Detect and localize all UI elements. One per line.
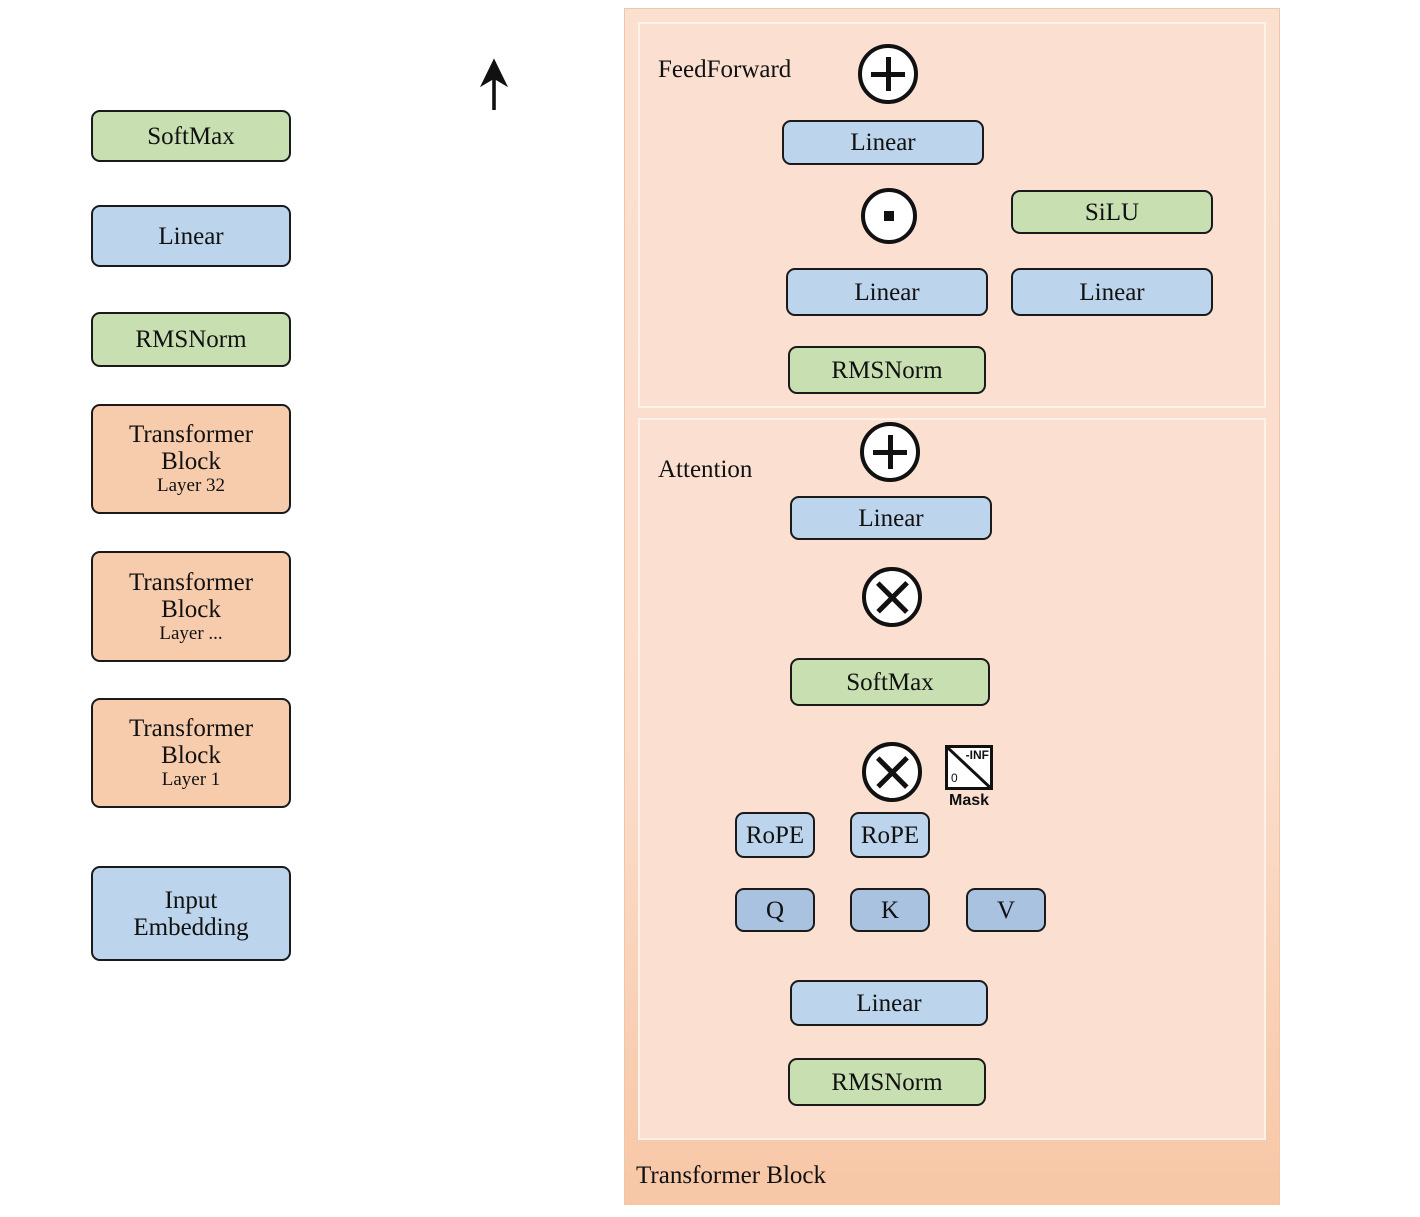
node-label: RMSNorm <box>831 1068 943 1096</box>
attention-output-linear[interactable]: Linear <box>790 496 992 540</box>
mask-upper-value: -INF <box>965 748 989 762</box>
node-sublabel: Layer 1 <box>161 769 221 791</box>
node-label: Linear <box>158 222 224 250</box>
attention-rope-query[interactable]: RoPE <box>735 812 815 858</box>
node-transformer-block-layer-32[interactable]: Transformer Block Layer 32 <box>91 404 291 514</box>
node-label: Transformer Block <box>128 421 254 476</box>
node-label: SiLU <box>1084 198 1140 226</box>
node-label: Linear <box>1079 278 1145 306</box>
mask-diagonal-icon <box>948 748 990 787</box>
node-label: Transformer Block <box>128 568 254 623</box>
feedforward-add-operator[interactable] <box>858 44 918 104</box>
attention-key[interactable]: K <box>850 888 930 932</box>
node-label: Q <box>765 896 785 924</box>
feedforward-up-linear[interactable]: Linear <box>1011 268 1213 316</box>
transformer-block-caption: Transformer Block <box>636 1162 827 1189</box>
node-label: Linear <box>856 989 922 1017</box>
attention-mask[interactable]: -INF 0 Mask <box>945 745 993 809</box>
attention-rope-key[interactable]: RoPE <box>850 812 930 858</box>
node-softmax[interactable]: SoftMax <box>91 110 291 162</box>
node-label: Linear <box>854 278 920 306</box>
node-label: SoftMax <box>846 668 934 696</box>
node-label: Linear <box>850 129 916 156</box>
attention-add-operator[interactable] <box>860 422 920 482</box>
feedforward-output-linear[interactable]: Linear <box>782 120 984 165</box>
attention-qkv-linear[interactable]: Linear <box>790 980 988 1026</box>
node-label: V <box>996 896 1016 924</box>
node-label: RoPE <box>860 821 920 849</box>
feedforward-elementwise-product-operator[interactable] <box>861 188 917 244</box>
node-label: Transformer Block <box>128 715 254 770</box>
feedforward-rmsnorm[interactable]: RMSNorm <box>788 346 986 394</box>
node-sublabel: Layer ... <box>159 622 223 644</box>
node-label: RMSNorm <box>831 356 943 384</box>
node-linear[interactable]: Linear <box>91 205 291 267</box>
node-label: RoPE <box>745 821 805 849</box>
attention-section-label: Attention <box>658 456 753 483</box>
attention-matmul-scores-values-operator[interactable] <box>862 567 922 627</box>
node-rmsnorm[interactable]: RMSNorm <box>91 312 291 367</box>
attention-value[interactable]: V <box>966 888 1046 932</box>
node-label: Linear <box>858 504 924 532</box>
node-input-embedding[interactable]: Input Embedding <box>91 866 291 961</box>
feedforward-gate-linear[interactable]: Linear <box>786 268 988 316</box>
mask-icon: -INF 0 <box>945 745 993 790</box>
attention-rmsnorm[interactable]: RMSNorm <box>788 1058 986 1106</box>
node-label: SoftMax <box>147 122 235 150</box>
mask-lower-value: 0 <box>951 771 958 785</box>
mask-caption: Mask <box>948 792 990 809</box>
node-label: Input Embedding <box>133 886 249 941</box>
node-transformer-block-layer-1[interactable]: Transformer Block Layer 1 <box>91 698 291 808</box>
feedforward-section-label: FeedForward <box>658 56 792 83</box>
attention-query[interactable]: Q <box>735 888 815 932</box>
connector-wires <box>479 0 1420 1217</box>
node-sublabel: Layer 32 <box>156 475 226 497</box>
node-label: RMSNorm <box>135 326 247 353</box>
node-label: K <box>880 896 900 924</box>
node-transformer-block-layer-dots[interactable]: Transformer Block Layer ... <box>91 551 291 662</box>
attention-softmax[interactable]: SoftMax <box>790 658 990 706</box>
attention-matmul-query-key-operator[interactable] <box>862 742 922 802</box>
feedforward-silu[interactable]: SiLU <box>1011 190 1213 234</box>
